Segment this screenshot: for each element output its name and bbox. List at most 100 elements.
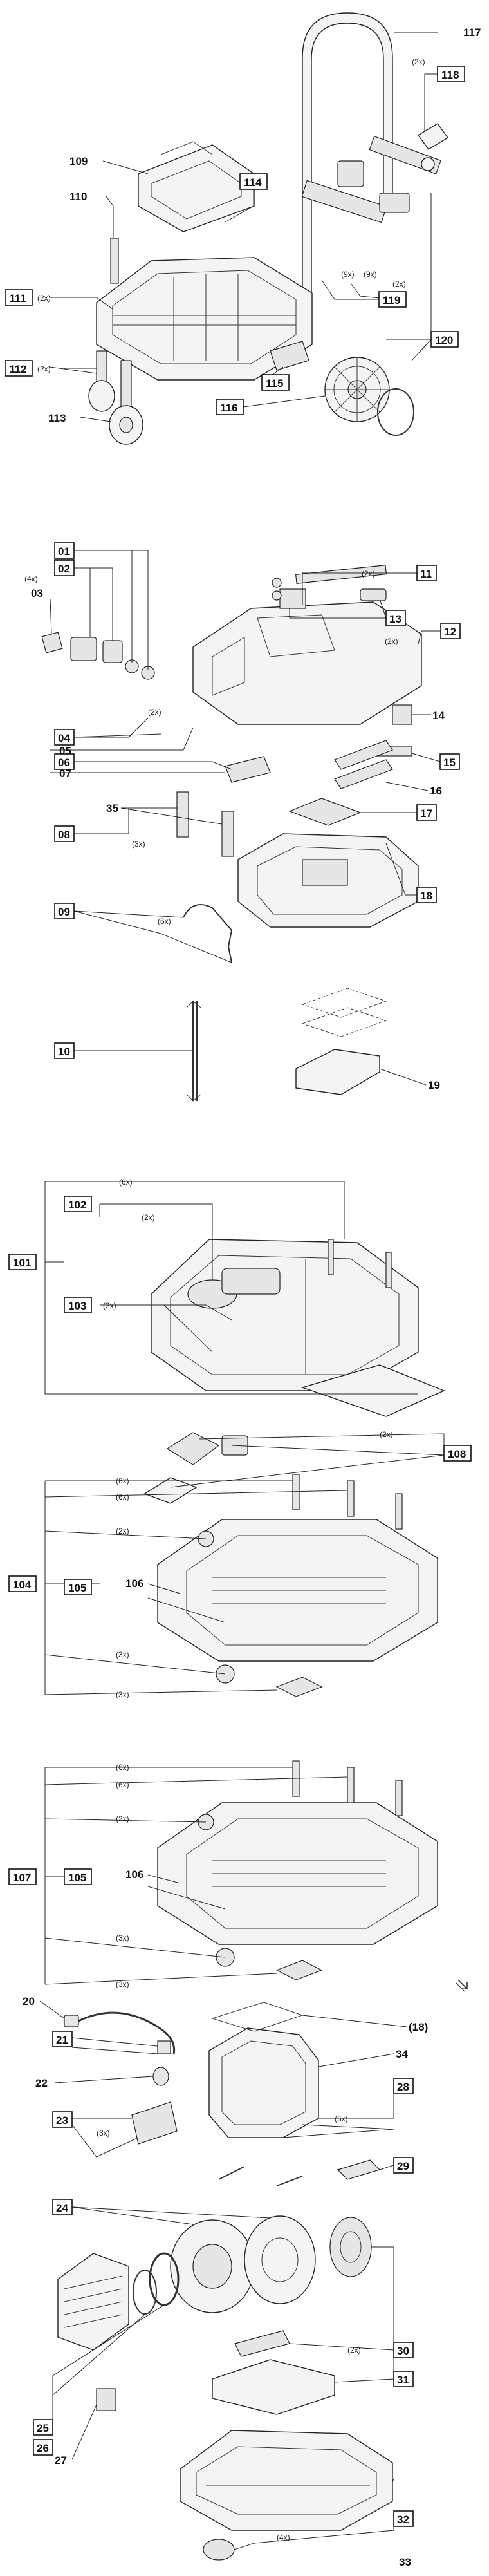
callout-106a: 106 (125, 1577, 143, 1590)
arrow-down-right-icon (455, 1979, 468, 1992)
callout-box-17 (416, 804, 437, 821)
callout-18: 18 (420, 890, 432, 902)
callout-31: 31 (397, 2374, 409, 2386)
callout-116: 116 (220, 402, 237, 414)
qty-112: (2x) (37, 364, 51, 373)
callout-23: 23 (56, 2114, 68, 2127)
callout-box-118 (437, 66, 465, 82)
callout-box-112 (5, 360, 33, 377)
section-motor (57, 2002, 393, 2561)
quantity-labels: (2x) (9x) (9x) (2x) (2x) (2x) (4x) (2x) … (24, 57, 425, 2542)
callout-04: 04 (58, 732, 70, 744)
callout-box-23 (52, 2111, 73, 2128)
caster-stem (120, 360, 132, 413)
qty-23: (3x) (97, 2129, 110, 2138)
callout-25: 25 (37, 2422, 49, 2434)
callout-16: 16 (430, 785, 442, 797)
callout-106b: 106 (125, 1868, 143, 1881)
clip-108 (166, 1432, 220, 1465)
callout-box-09 (54, 903, 75, 919)
callout-box-116 (216, 399, 244, 415)
cord-20 (77, 2011, 176, 2054)
callout-20: 20 (23, 1995, 35, 2007)
bracket-27 (96, 2388, 116, 2411)
callout-box-10 (54, 1042, 75, 1059)
callout-08: 08 (58, 829, 70, 841)
filter-window (302, 859, 348, 886)
callout-03: 03 (31, 587, 43, 599)
section-tank-104 (143, 1432, 438, 1697)
hinge-08b (221, 811, 234, 857)
callout-labels: 117 118 109 114 110 111 119 120 112 115 … (5, 26, 481, 2568)
callout-113: 113 (48, 412, 66, 424)
callout-19: 19 (428, 1079, 440, 1091)
axle-115 (270, 341, 309, 371)
callout-box-25 (33, 2419, 53, 2436)
callout-box-105a (64, 1579, 92, 1595)
callout-box-21 (52, 2031, 73, 2047)
pin-110 (110, 238, 119, 284)
callout-02: 02 (58, 563, 70, 575)
base-32 (180, 2430, 393, 2531)
ring-26b (133, 2270, 157, 2315)
callout-box-102 (64, 1196, 92, 1212)
qty-111: (2x) (37, 294, 51, 303)
qty-118: (2x) (412, 57, 425, 66)
callout-17: 17 (420, 807, 432, 820)
callout-112: 112 (9, 363, 26, 375)
trolley-body-114 (96, 257, 313, 381)
section-tank-101 (151, 1239, 445, 1417)
fan-housing (244, 2215, 316, 2304)
callout-14: 14 (432, 710, 445, 722)
foot-33 (203, 2539, 235, 2561)
callout-box-08 (54, 825, 75, 842)
bracket-16 (334, 740, 393, 770)
section-trolley (88, 12, 449, 445)
handle-bracket-2 (379, 193, 410, 213)
plug-20 (64, 2015, 79, 2027)
bracket-16b (334, 759, 393, 789)
post-104a (292, 1474, 300, 1510)
callout-110: 110 (69, 191, 87, 203)
callout-box-04 (54, 729, 75, 746)
caster-112 (88, 380, 115, 412)
callout-119: 119 (383, 294, 400, 306)
filter-19 (295, 1049, 380, 1095)
callout-30: 30 (397, 2345, 409, 2357)
qty-107-e: (3x) (116, 1980, 129, 1989)
qty-02: (4x) (24, 574, 38, 583)
callout-111: 111 (9, 292, 26, 305)
handle-117 (302, 12, 393, 297)
callout-107: 107 (13, 1872, 31, 1884)
qty-11: (2x) (362, 569, 375, 578)
post-2 (385, 1252, 392, 1288)
switch-23 (131, 2101, 178, 2145)
qty-09: (6x) (158, 917, 171, 926)
part-30 (234, 2330, 290, 2357)
qty-104-a: (6x) (116, 1476, 129, 1485)
callout-box-105b (64, 1868, 92, 1885)
callout-18b: (18) (409, 2021, 428, 2033)
motor-housing-28 (208, 2027, 319, 2138)
callout-10: 10 (58, 1046, 70, 1058)
qty-13: (2x) (385, 637, 398, 646)
qty-104-b: (6x) (116, 1492, 129, 1501)
pad-104 (275, 1677, 323, 1697)
callout-105b: 105 (68, 1872, 86, 1884)
tray-31 (212, 2359, 335, 2415)
callout-box-15 (439, 753, 460, 770)
callout-06: 06 (58, 757, 70, 769)
callout-24: 24 (56, 2202, 68, 2214)
callout-box-02 (54, 559, 75, 576)
handle-bracket (337, 160, 364, 187)
callout-box-119 (378, 291, 407, 308)
callout-box-28 (393, 2078, 414, 2094)
callout-box-31 (393, 2371, 414, 2387)
callout-box-01 (54, 542, 75, 559)
callout-108: 108 (448, 1448, 466, 1460)
callout-114: 114 (244, 176, 262, 189)
callout-28: 28 (397, 2081, 409, 2093)
callout-105a: 105 (68, 1582, 86, 1594)
qty-104-e: (3x) (116, 1690, 129, 1699)
